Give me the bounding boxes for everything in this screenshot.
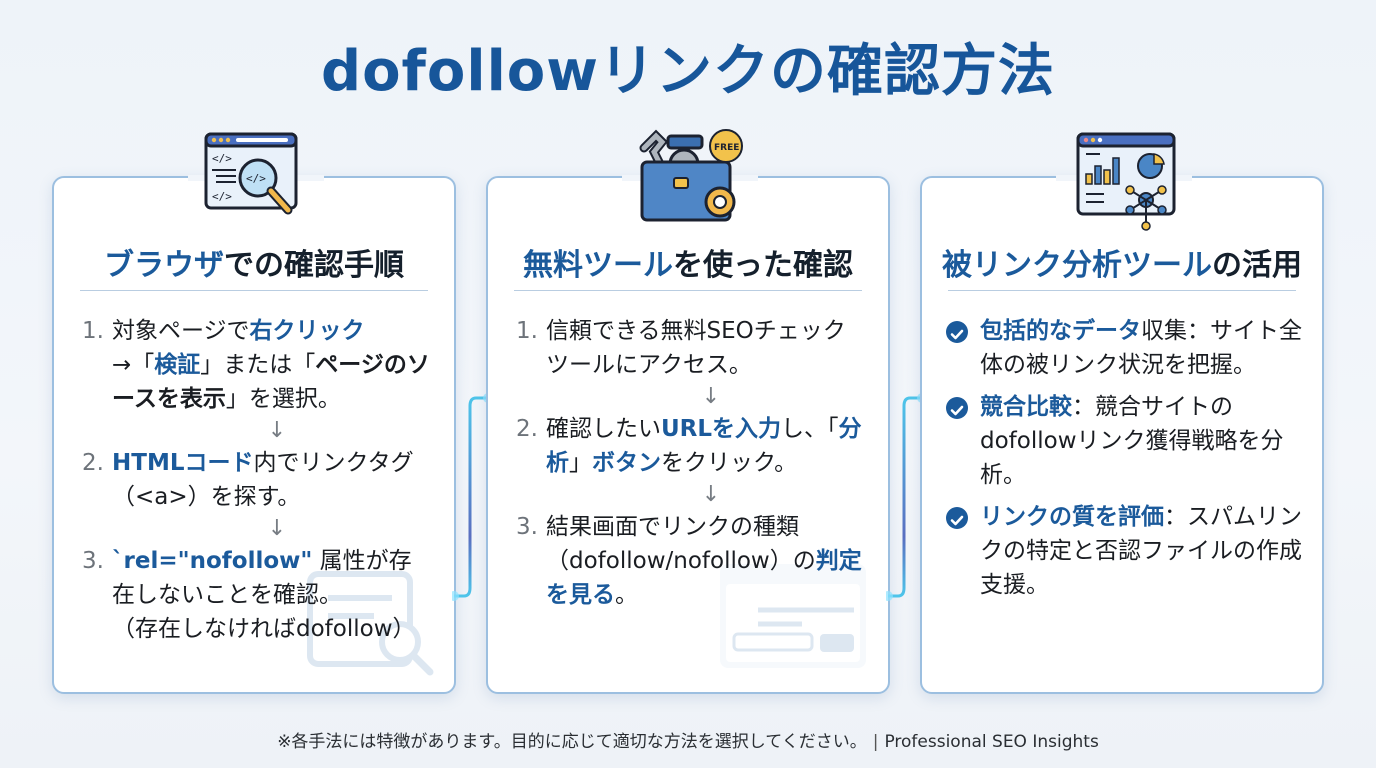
step-item: 3. `rel="nofollow" 属性が存在しないことを確認。 （存在しなけ… [82,548,416,642]
feature-list: 包括的なデータ収集：サイト全体の被リンク状況を把握。 競合比較：競合サイトのdo… [946,314,1304,610]
footer-brand: Professional SEO Insights [884,732,1099,752]
check-circle-icon [946,397,968,419]
svg-text:</>: </> [212,190,232,203]
feature-item: 包括的なデータ収集：サイト全体の被リンク状況を把握。 [946,314,1304,382]
divider [514,290,862,291]
page-title: dofollowリンクの確認方法 [321,39,1055,104]
down-arrow-icon: ↓ [701,482,721,507]
card-backlink-analysis: 被リンク分析ツールの活用 包括的なデータ収集：サイト全体の被リンク状況を把握。 … [920,132,1324,694]
step-item: 1. 対象ページで右クリック →「検証」または「ページのソースを表示」を選択。 [82,318,430,412]
svg-text:</>: </> [246,172,266,185]
card-free-tool-check: FREE 無料ツールを使った確認 1. 信頼できる無料SEOチェックツールにアク… [486,129,890,694]
code-inspect-magnifier-icon: </> </> </> [196,128,316,238]
footer-note: ※各手法には特徴があります。目的に応じて適切な方法を選択してください。 [277,732,867,752]
check-circle-icon [946,507,968,529]
step-item: 2. 確認したいURLを入力し、「分析」ボタンをクリック。 [516,416,862,476]
footer-separator: | [872,732,879,752]
step-item: 3. 結果画面でリンクの種類（dofollow/nofollow）の判定を見る。 [516,514,862,608]
down-arrow-icon: ↓ [701,384,721,409]
feature-item: 競合比較：競合サイトのdofollowリンク獲得戦略を分析。 [946,390,1304,492]
card-browser-check: </> </> </> ブラウザでの確認手順 1. 対象ページで右クリック →「… [52,132,456,694]
document-search-watermark-icon [304,568,444,682]
card-heading: ブラウザでの確認手順 [104,248,404,283]
toolbox-free-icon: FREE [630,128,750,238]
step-item: 1. 信頼できる無料SEOチェックツールにアクセス。 [516,318,846,378]
svg-text:</>: </> [212,152,232,165]
divider [80,290,428,291]
form-window-watermark-icon [718,562,868,674]
analytics-dashboard-icon [1064,128,1184,238]
card-heading: 無料ツールを使った確認 [523,248,853,283]
step-item: 2. HTMLコード内でリンクタグ（<a>）を探す。 [82,450,414,510]
feature-item: リンクの質を評価：スパムリンクの特定と否認ファイルの作成支援。 [946,500,1304,602]
divider [948,290,1296,291]
footer: ※各手法には特徴があります。目的に応じて適切な方法を選択してください。|Prof… [0,727,1376,752]
step-list: 1. 対象ページで右クリック →「検証」または「ページのソースを表示」を選択。 … [82,314,432,646]
card-heading: 被リンク分析ツールの活用 [942,248,1302,283]
down-arrow-icon: ↓ [267,516,287,541]
svg-text:FREE: FREE [714,143,739,153]
check-circle-icon [946,321,968,343]
down-arrow-icon: ↓ [267,418,287,443]
step-list: 1. 信頼できる無料SEOチェックツールにアクセス。 ↓ 2. 確認したいURL… [516,314,866,612]
